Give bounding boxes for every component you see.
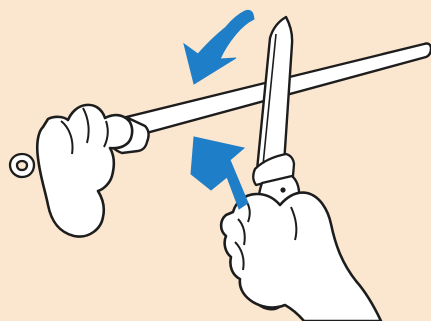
rivet-1 xyxy=(280,187,285,192)
